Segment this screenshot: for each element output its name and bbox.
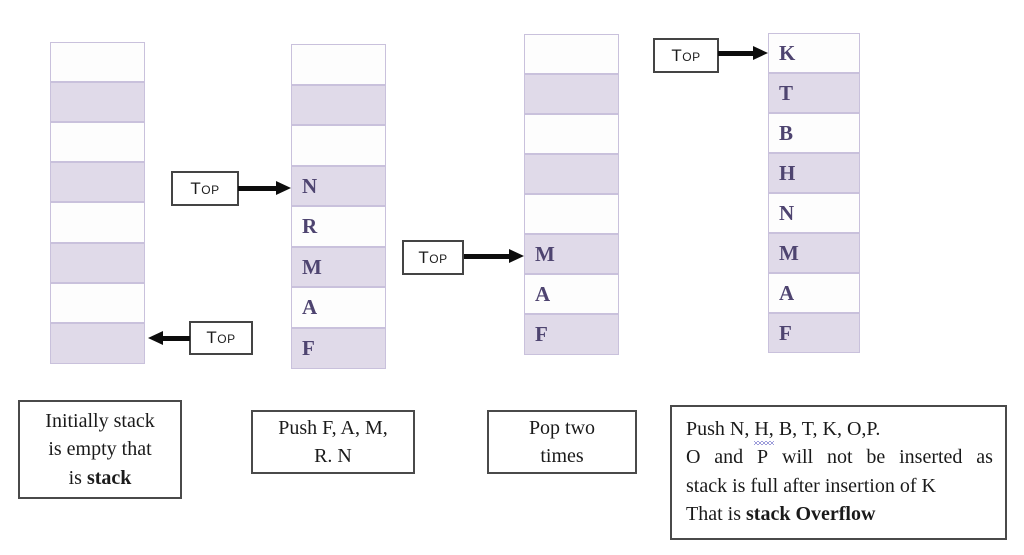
caption-4-line-1-a: Push N,	[686, 418, 755, 440]
stack-4-cell-4: N	[768, 193, 860, 233]
stack-3-cell-1	[524, 74, 619, 114]
caption-4-line-4-bold: stack Overflow	[746, 503, 876, 526]
stack-3-cell-6: A	[524, 274, 619, 314]
stack-2-cell-7: F	[291, 328, 386, 369]
caption-4-line-2-w4: not	[826, 446, 853, 469]
stack-3-cell-7: F	[524, 314, 619, 355]
caption-1-line-3-prefix: is	[68, 466, 87, 489]
stack-3-cell-2	[524, 114, 619, 154]
stack-1-cell-3	[50, 162, 145, 202]
stack-2-cell-4: R	[291, 206, 386, 247]
stack-3-cell-3	[524, 154, 619, 194]
caption-4-line-1-b: B, T, K, O,P.	[773, 418, 881, 440]
caption-4-line-2-w7: as	[976, 446, 993, 469]
stack-2-cell-2	[291, 125, 386, 166]
caption-stack-2: Push F, A, M, R. N	[251, 410, 415, 474]
stack-3-top-arrow-icon	[464, 249, 524, 263]
stack-4-cell-6: A	[768, 273, 860, 313]
caption-4-line-2: O and P will not be inserted as	[686, 443, 993, 471]
stack-2-cell-6: A	[291, 287, 386, 328]
caption-2-line-2: R. N	[314, 445, 352, 467]
caption-4-line-2-w2: P	[757, 446, 769, 469]
caption-4-line-2-w0: O	[686, 446, 701, 469]
stack-1-cell-7	[50, 323, 145, 364]
caption-1-line-3-bold: stack	[86, 466, 132, 489]
stack-2-cell-0	[291, 44, 386, 85]
stack-4-cell-0: K	[768, 33, 860, 73]
caption-4-line-2-w3: will	[782, 446, 814, 469]
caption-stack-3: Pop two times	[487, 410, 637, 474]
caption-4-line-3: stack is full after insertion of K	[686, 474, 936, 497]
caption-3-line-2: times	[540, 445, 584, 467]
stack-1-cell-0	[50, 42, 145, 82]
stack-4-cell-1: T	[768, 73, 860, 113]
stack-2-cell-3: N	[291, 166, 386, 206]
stack-3-cell-0	[524, 34, 619, 74]
stack-1-cell-1	[50, 82, 145, 122]
stack-3-cell-5: M	[524, 234, 619, 274]
stack-4-cell-5: M	[768, 233, 860, 273]
stack-1-cell-4	[50, 202, 145, 243]
stack-4-cell-7: F	[768, 313, 860, 353]
caption-4-line-4-a: That is	[686, 503, 746, 526]
caption-4-line-1: Push N, H, B, T, K, O,P.	[686, 415, 993, 446]
caption-1-line-3: is stack	[69, 464, 132, 492]
stack-3-top-pointer-box: Top	[402, 240, 464, 275]
stack-3-cell-4	[524, 194, 619, 234]
stack-2: N R M A F	[291, 44, 386, 369]
caption-stack-1: Initially stack is empty that is stack	[18, 400, 182, 499]
stack-4-top-arrow-icon	[718, 46, 768, 60]
stack-1-top-pointer-box: Top	[189, 321, 253, 355]
caption-stack-4: Push N, H, B, T, K, O,P. O and P will no…	[670, 405, 1007, 540]
stack-2-cell-1	[291, 85, 386, 125]
caption-4-line-2-w6: inserted	[899, 446, 963, 469]
caption-3-line-1: Pop two	[528, 416, 596, 439]
caption-1-line-1: Initially stack	[45, 409, 155, 432]
caption-4-spellcheck-token: H,	[754, 415, 775, 446]
stack-4-cell-2: B	[768, 113, 860, 153]
stack-1	[50, 42, 145, 364]
stack-4-cell-3: H	[768, 153, 860, 193]
stack-3: M A F	[524, 34, 619, 355]
stack-4-top-pointer-box: Top	[653, 38, 719, 73]
stack-2-top-pointer-box: Top	[171, 171, 239, 206]
stack-1-cell-6	[50, 283, 145, 323]
stack-1-top-arrow-icon	[148, 331, 190, 345]
stack-2-cell-5: M	[291, 247, 386, 287]
stack-1-cell-2	[50, 122, 145, 162]
caption-1-line-2: is empty that	[48, 438, 152, 461]
caption-4-line-2-w1: and	[714, 446, 744, 469]
caption-2-line-1: Push F, A, M,	[278, 416, 388, 439]
stack-4: K T B H N M A F	[768, 33, 860, 353]
caption-4-line-2-w5: be	[866, 446, 886, 469]
stack-2-top-arrow-icon	[238, 181, 291, 195]
caption-4-line-4: That is stack Overflow	[686, 500, 993, 528]
stack-1-cell-5	[50, 243, 145, 283]
